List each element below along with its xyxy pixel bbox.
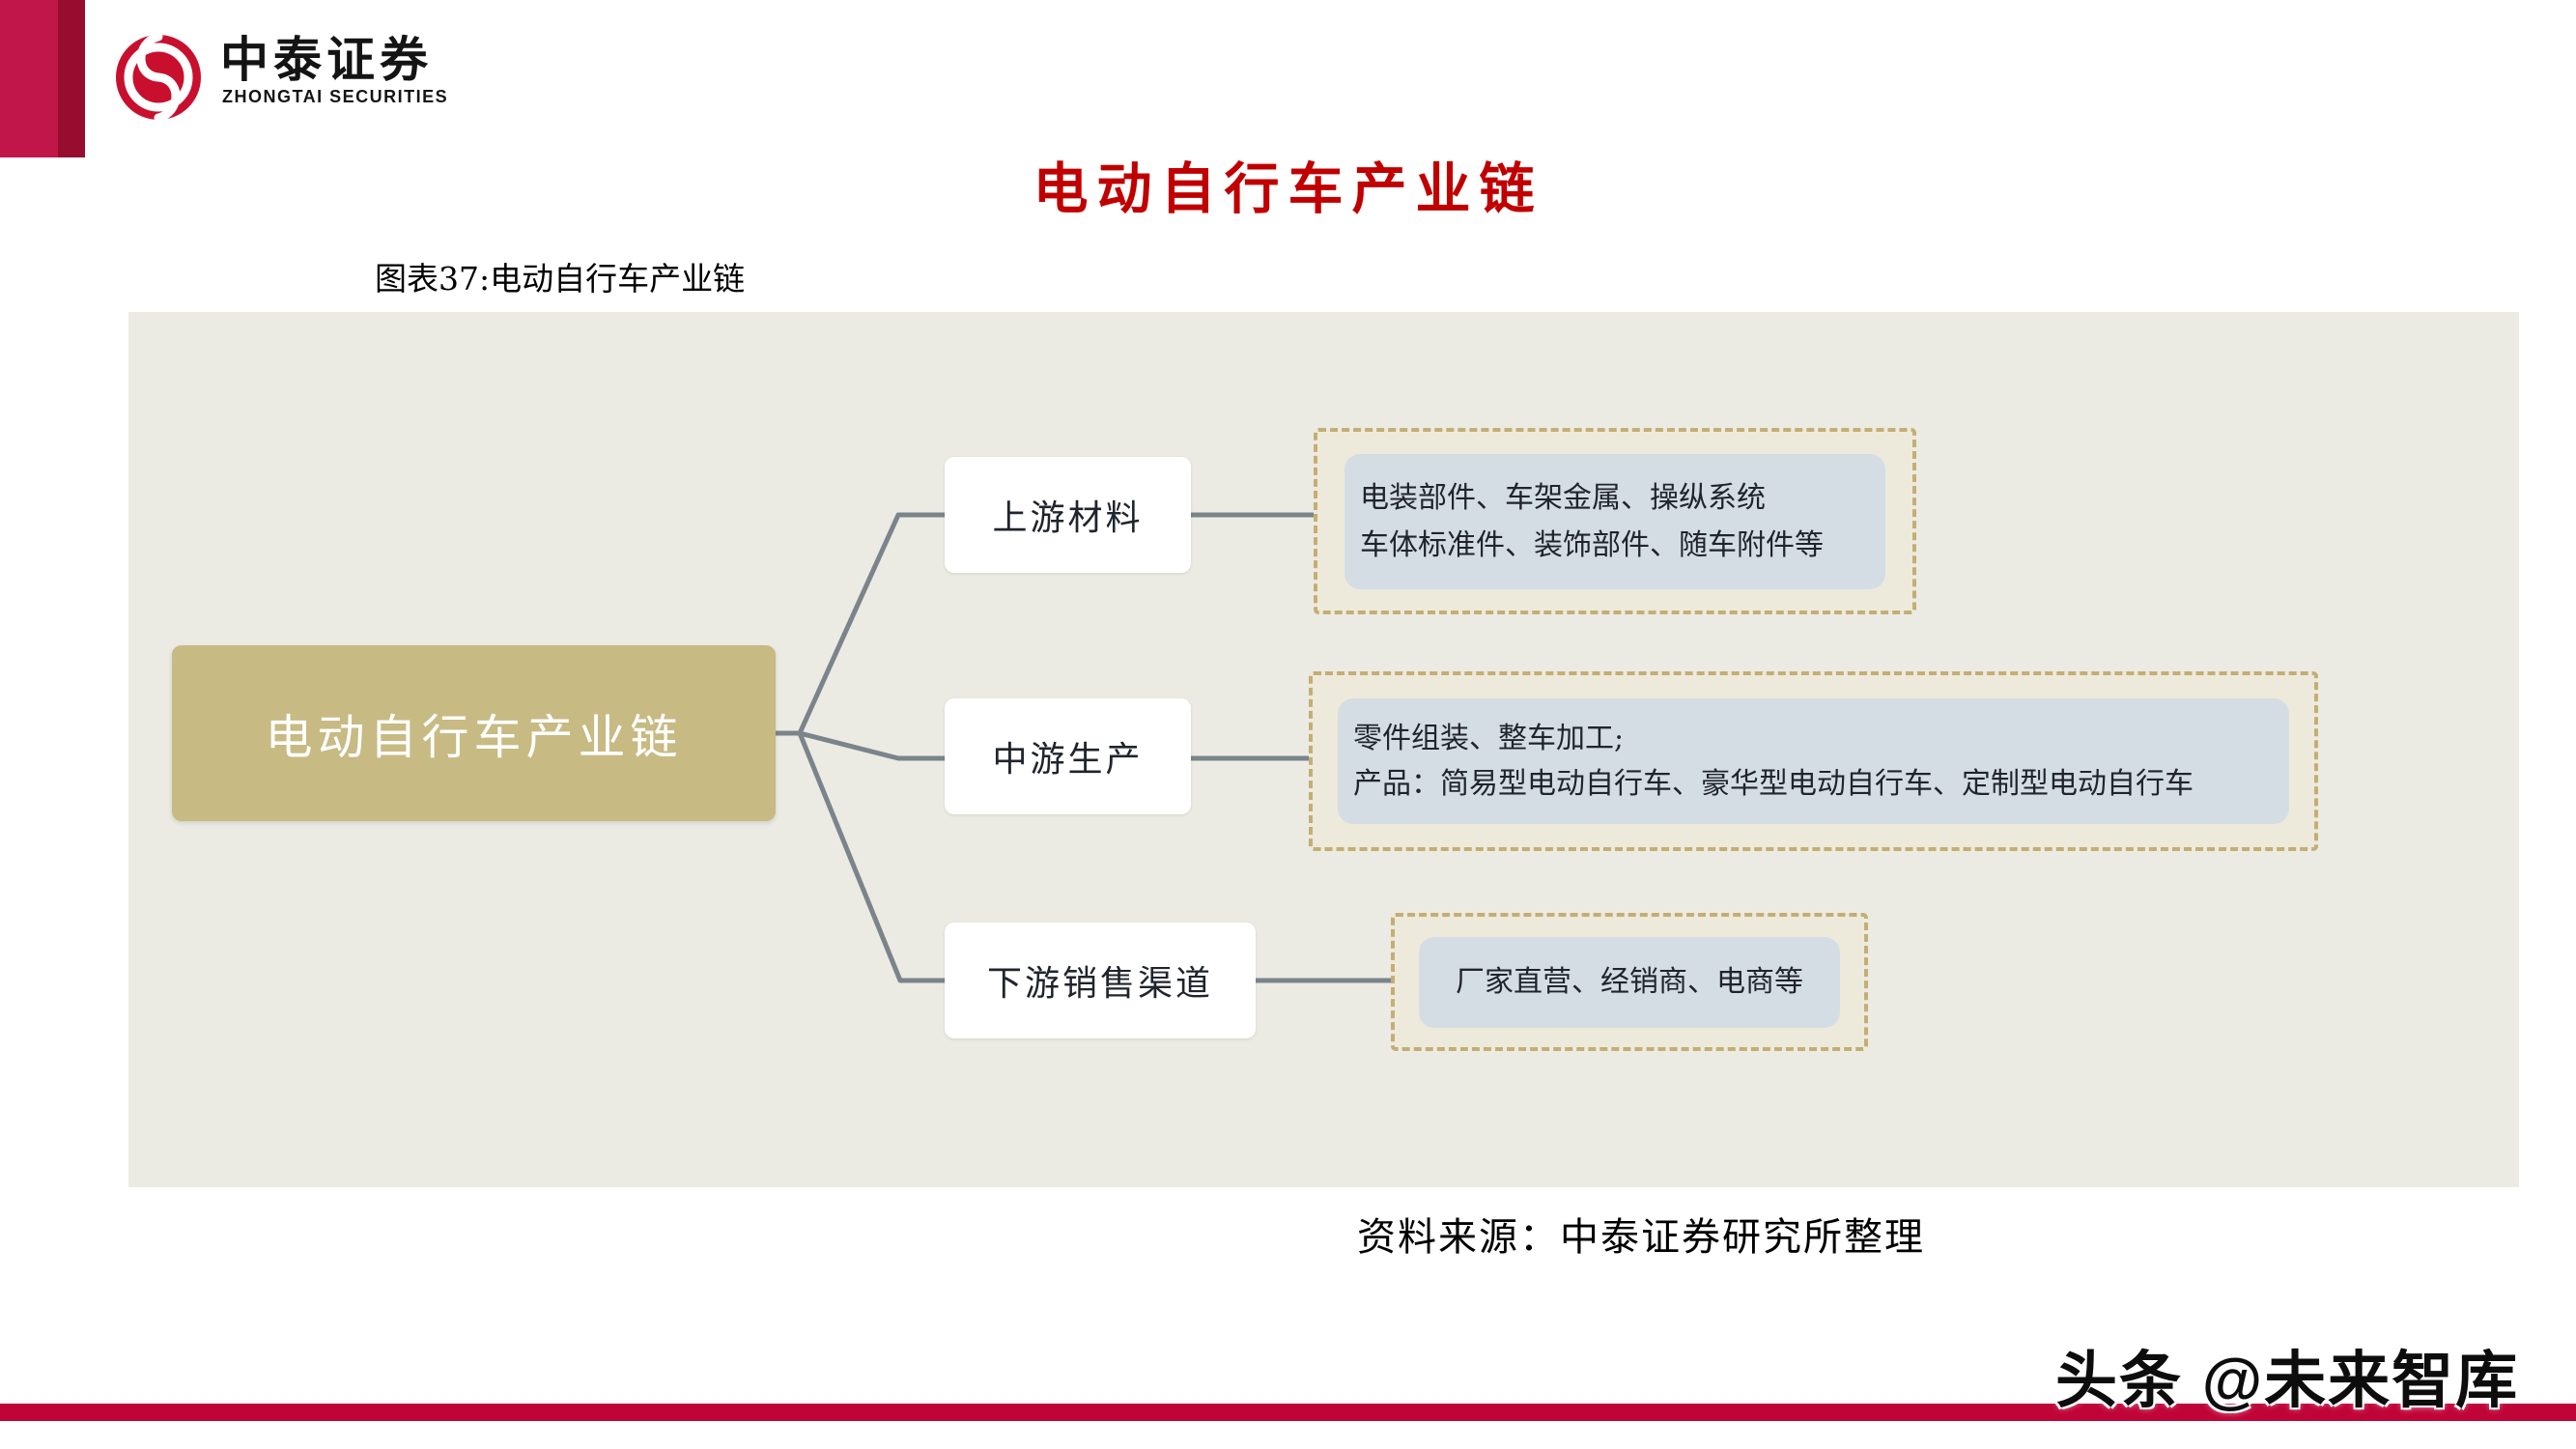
source-attribution: 资料来源：中泰证券研究所整理	[1357, 1215, 1925, 1260]
detail-content-upstream: 电装部件、车架金属、操纵系统 车体标准件、装饰部件、随车附件等	[1345, 453, 1885, 589]
detail-line: 车体标准件、装饰部件、随车附件等	[1360, 527, 1824, 562]
detail-content-downstream: 厂家直营、经销商、电商等	[1419, 936, 1840, 1028]
root-node: 电动自行车产业链	[172, 645, 776, 821]
corner-bar-light	[0, 0, 58, 157]
watermark-text: 头条 @未来智库	[2055, 1346, 2520, 1415]
corner-bar-dark	[58, 0, 85, 157]
detail-line: 厂家直营、经销商、电商等	[1456, 964, 1803, 999]
zhongtai-logo-icon	[116, 33, 201, 122]
detail-box-downstream: 厂家直营、经销商、电商等	[1391, 913, 1868, 1051]
detail-line: 零件组装、整车加工;	[1353, 722, 1625, 755]
detail-content-midstream: 零件组装、整车加工; 产品：简易型电动自行车、豪华型电动自行车、定制型电动自行车	[1338, 698, 2289, 824]
detail-box-upstream: 电装部件、车架金属、操纵系统 车体标准件、装饰部件、随车附件等	[1314, 428, 1916, 614]
node-downstream: 下游销售渠道	[945, 923, 1256, 1038]
brand-name-cn: 中泰证券	[220, 33, 433, 87]
figure-caption: 图表37:电动自行车产业链	[375, 260, 746, 298]
diagram-panel: 电动自行车产业链 上游材料 中游生产 下游销售渠道 电装部件、车架金属、操纵系统…	[128, 312, 2519, 1187]
brand-name-en: ZHONGTAI SECURITIES	[222, 87, 449, 106]
connector-lines	[774, 512, 1393, 983]
detail-line: 产品：简易型电动自行车、豪华型电动自行车、定制型电动自行车	[1353, 767, 2194, 801]
detail-line: 电装部件、车架金属、操纵系统	[1360, 480, 1766, 515]
page-title: 电动自行车产业链	[1033, 156, 1543, 221]
detail-box-midstream: 零件组装、整车加工; 产品：简易型电动自行车、豪华型电动自行车、定制型电动自行车	[1309, 671, 2318, 851]
node-midstream: 中游生产	[945, 698, 1191, 814]
bottom-divider	[0, 1404, 2576, 1421]
node-upstream: 上游材料	[945, 457, 1191, 573]
